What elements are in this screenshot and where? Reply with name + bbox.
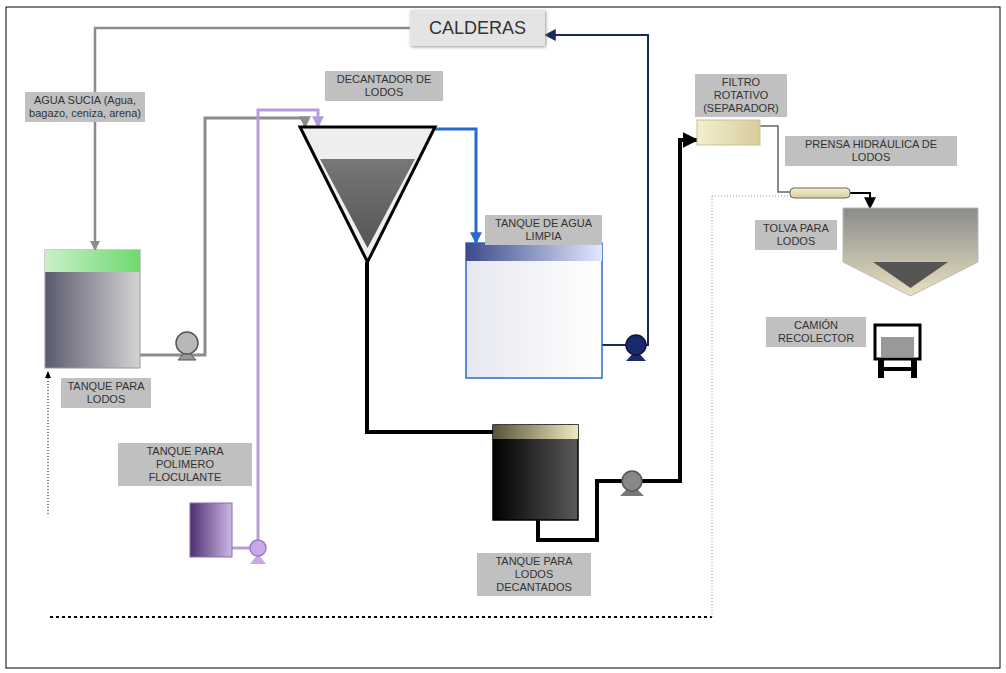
equipment-label: FILTRO ROTATIVO (SEPARADOR) <box>695 74 787 117</box>
hydraulic-press: PRENSA HIDRÁULICA DE LODOS <box>790 188 850 198</box>
shape-outline <box>875 325 920 359</box>
shape-outline <box>697 120 760 145</box>
equipment-shape <box>190 503 232 557</box>
equipment-shape <box>697 120 760 145</box>
equipment-label: TANQUE PARA LODOS <box>61 378 151 408</box>
pump-symbol <box>620 471 644 496</box>
flow-line <box>435 129 476 243</box>
outer-frame <box>6 7 1000 668</box>
settler-funnel: DECANTADOR DE LODOS <box>300 127 435 262</box>
sludge-hopper: TOLVA PARA LODOS <box>843 208 978 296</box>
shape-outline <box>493 425 578 520</box>
equipment-label: PRENSA HIDRÁULICA DE LODOS <box>785 136 957 166</box>
shape-outline <box>884 367 911 371</box>
small-arrowhead <box>45 371 51 378</box>
equipment-shape <box>300 127 435 262</box>
sludge-tank: TANQUE PARA LODOS <box>45 250 140 368</box>
pump-symbol <box>250 540 266 564</box>
shape-outline <box>873 262 948 288</box>
shape-outline <box>466 243 602 261</box>
equipment-shape <box>875 325 920 378</box>
equipment-label: TANQUE DE AGUA LIMPIA <box>485 215 602 245</box>
equipment-label: DECANTADOR DE LODOS <box>325 71 443 101</box>
equipment-label: TOLVA PARA LODOS <box>755 220 837 250</box>
shape-outline <box>45 250 140 368</box>
shape-outline <box>190 503 232 557</box>
flow-line <box>140 118 305 355</box>
equipment-shape <box>493 425 578 520</box>
shape-outline <box>843 208 978 296</box>
dotted-boundary <box>48 378 49 515</box>
shape-outline <box>881 337 914 357</box>
equipment-shape <box>843 208 978 296</box>
shape-outline <box>466 243 602 378</box>
flow-label: AGUA SUCIA (Agua, bagazo, ceniza, arena) <box>25 92 145 122</box>
equipment-shape <box>790 188 850 198</box>
shape-outline <box>790 188 850 198</box>
boiler-box: CALDERAS <box>410 10 545 46</box>
pump-symbol <box>176 332 198 360</box>
shape-outline <box>911 359 917 378</box>
flow-line <box>850 193 870 208</box>
pump-symbol <box>626 335 646 361</box>
collector-truck: CAMIÓN RECOLECTOR <box>875 325 920 378</box>
dotted-boundary <box>712 196 713 617</box>
shape-outline <box>300 127 435 262</box>
settled-sludge-tank: TANQUE PARA LODOS DECANTADOS <box>493 425 578 520</box>
equipment-shape <box>45 250 140 368</box>
shape-outline <box>878 359 884 378</box>
polymer-tank: TANQUE PARA POLIMERO FLOCULANTE <box>190 503 232 557</box>
clean-water-tank: TANQUE DE AGUA LIMPIA <box>466 243 602 378</box>
equipment-label: TANQUE PARA LODOS DECANTADOS <box>477 553 591 596</box>
equipment-shape <box>466 243 602 378</box>
node-title: CALDERAS <box>429 18 526 38</box>
equipment-label: TANQUE PARA POLIMERO FLOCULANTE <box>118 443 252 486</box>
shape-outline <box>493 425 578 439</box>
dotted-boundary <box>50 616 712 618</box>
equipment-label: CAMIÓN RECOLECTOR <box>766 317 866 347</box>
shape-outline <box>45 250 140 272</box>
rotary-filter: FILTRO ROTATIVO (SEPARADOR) <box>697 120 760 145</box>
shape-outline <box>320 159 415 248</box>
